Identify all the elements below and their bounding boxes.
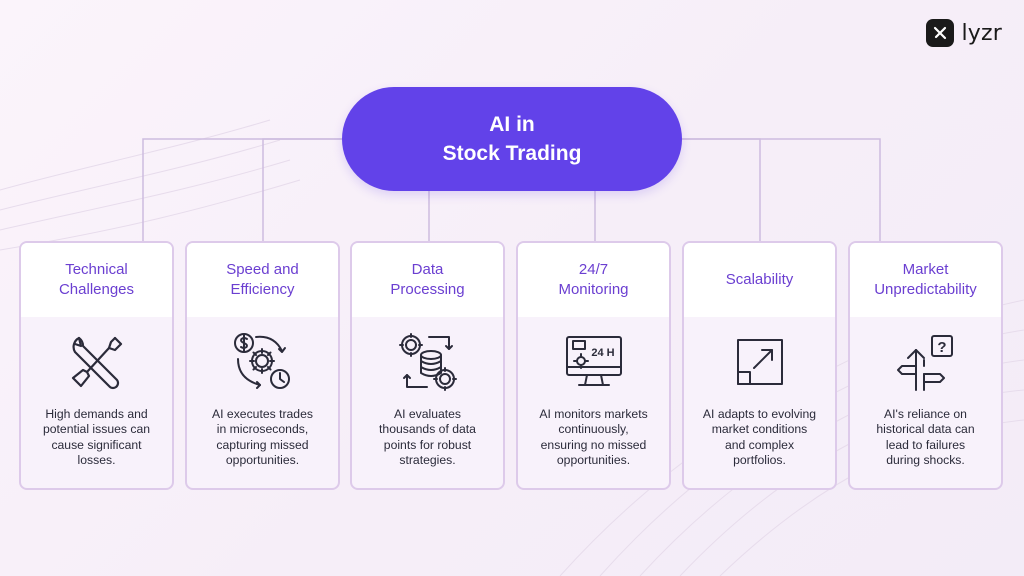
card-description: AI evaluates thousands of data points fo…	[352, 407, 503, 468]
lyzr-logo-icon	[926, 19, 955, 47]
signpost-question-icon: ?	[850, 317, 1001, 407]
card-desc-line: and complex	[724, 437, 795, 452]
card-title-line1: Technical	[65, 261, 128, 278]
card-desc-line: AI's reliance on	[884, 407, 967, 421]
card-title: Data Processing	[352, 243, 503, 317]
card-desc-line: cause significant	[51, 437, 142, 452]
card-scalability: Scalability AI adapts to evolving market…	[682, 241, 837, 490]
card-title-line2: Challenges	[58, 281, 135, 298]
card-desc-line: continuously,	[558, 422, 629, 437]
card-desc-line: ensuring no missed	[540, 437, 647, 452]
central-topic-line2: Stock Trading	[442, 142, 582, 165]
question-mark: ?	[937, 339, 946, 356]
card-speed-efficiency: Speed and Efficiency AI executes trades …	[185, 241, 340, 490]
card-desc-line: portfolios.	[733, 452, 786, 467]
card-desc-line: historical data can	[876, 422, 975, 437]
database-gears-icon	[352, 317, 503, 407]
card-title: 24/7 Monitoring	[518, 243, 669, 317]
central-topic-line1: AI in	[489, 113, 535, 136]
card-market-unpredictability: Market Unpredictability ? AI's reliance …	[848, 241, 1003, 490]
dollar-gear-clock-icon	[187, 317, 338, 407]
card-desc-line: opportunities.	[556, 452, 631, 467]
central-topic: AI in Stock Trading	[342, 87, 682, 191]
monitor-24h-label: 24 H	[591, 347, 614, 359]
wrench-screwdriver-icon	[21, 317, 172, 407]
card-title-line1: Data	[411, 261, 444, 278]
card-desc-line: lead to failures	[885, 437, 966, 452]
card-desc-line: market conditions	[711, 422, 808, 437]
card-title-line1: Market	[902, 261, 949, 278]
card-title-line1: Speed and	[226, 261, 299, 278]
card-desc-line: AI monitors markets	[539, 407, 648, 421]
card-title-line2: Efficiency	[230, 281, 295, 298]
card-desc-line: High demands and	[45, 407, 148, 421]
brand-logo: lyzr	[926, 19, 1002, 47]
monitor-24h-icon: 24 H	[518, 317, 669, 407]
card-description: AI adapts to evolving market conditions …	[684, 407, 835, 468]
card-desc-line: points for robust	[383, 437, 472, 452]
card-247-monitoring: 24/7 Monitoring 24 H AI monitors markets…	[516, 241, 671, 490]
card-description: AI executes trades in microseconds, capt…	[187, 407, 338, 468]
card-technical-challenges: Technical Challenges High demands and po…	[19, 241, 174, 490]
card-desc-line: thousands of data	[379, 422, 476, 437]
card-desc-line: AI executes trades	[212, 407, 313, 421]
card-description: AI monitors markets continuously, ensuri…	[518, 407, 669, 468]
card-desc-line: capturing missed	[216, 437, 309, 452]
card-title: Technical Challenges	[21, 243, 172, 317]
card-description: High demands and potential issues can ca…	[21, 407, 172, 468]
card-title-line2: Processing	[390, 281, 465, 298]
card-title-line1: 24/7	[578, 261, 609, 278]
card-title: Market Unpredictability	[850, 243, 1001, 317]
card-desc-line: losses.	[77, 452, 116, 467]
card-title-line2: Unpredictability	[874, 281, 977, 298]
card-desc-line: AI adapts to evolving	[702, 407, 817, 421]
card-title-line2: Monitoring	[558, 281, 629, 298]
card-desc-line: strategies.	[399, 452, 456, 467]
card-title: Speed and Efficiency	[187, 243, 338, 317]
logo-text: lyzr	[961, 20, 1002, 46]
card-desc-line: during shocks.	[886, 452, 965, 467]
card-title-line1: Scalability	[725, 271, 794, 288]
card-title: Scalability	[684, 243, 835, 317]
card-desc-line: AI evaluates	[393, 407, 462, 421]
scale-up-icon	[684, 317, 835, 407]
card-desc-line: in microseconds,	[216, 422, 309, 437]
card-desc-line: opportunities.	[225, 452, 300, 467]
card-data-processing: Data Processing AI evaluates thousa	[350, 241, 505, 490]
card-desc-line: potential issues can	[42, 422, 151, 437]
card-description: AI's reliance on historical data can lea…	[850, 407, 1001, 468]
